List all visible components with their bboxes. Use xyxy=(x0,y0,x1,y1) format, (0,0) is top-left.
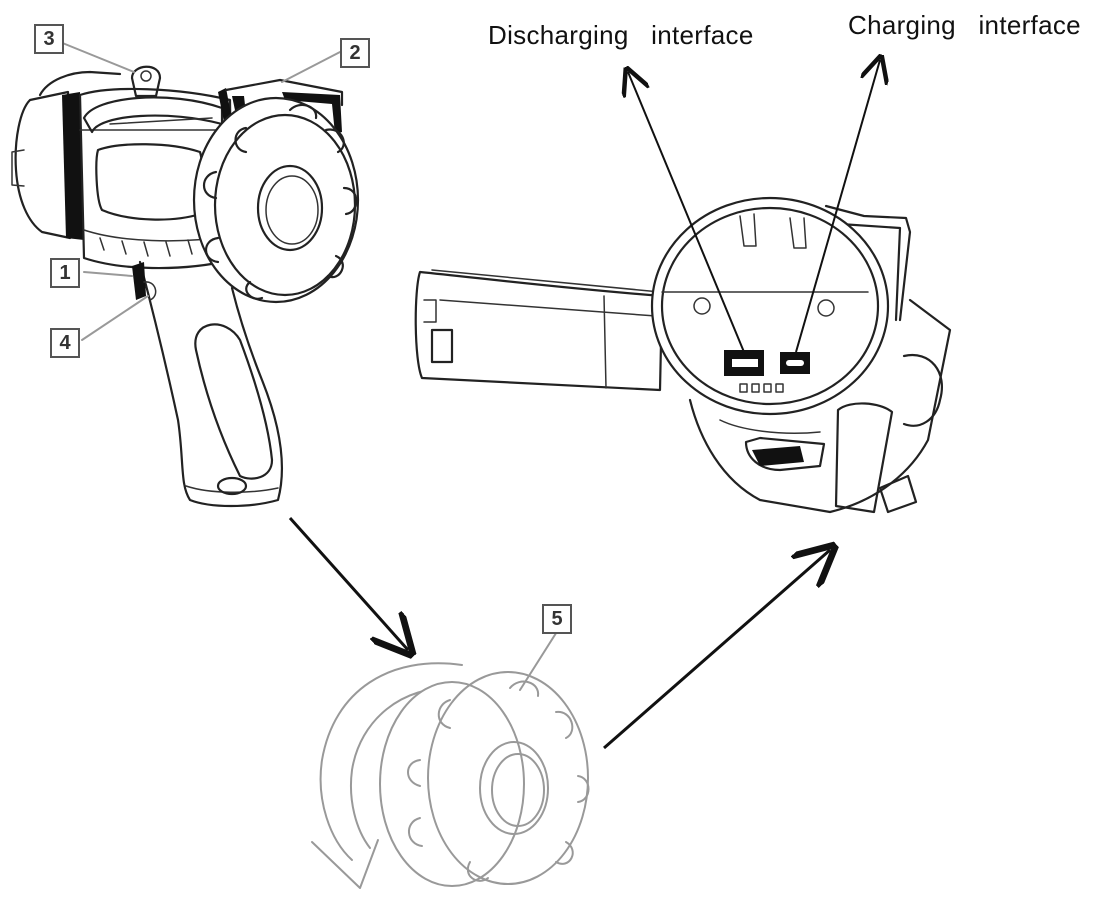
battery-pack-illustration xyxy=(311,662,590,889)
arrow-to-rear-view xyxy=(603,550,830,750)
spotlight-grip xyxy=(132,260,283,508)
arrow-remove-battery xyxy=(288,517,408,650)
charging-interface-label: Charging interface xyxy=(848,10,1081,40)
flow-arrows xyxy=(288,60,880,750)
callout-4: 4 xyxy=(50,328,80,358)
callout-3: 3 xyxy=(34,24,64,54)
discharging-port xyxy=(724,350,764,376)
arrow-charging-label xyxy=(795,60,880,353)
callout-2: 2 xyxy=(340,38,370,68)
arrow-discharging-label xyxy=(628,72,745,353)
callout-5: 5 xyxy=(542,604,572,634)
spotlight-illustration xyxy=(11,65,360,508)
rear-view-handle xyxy=(414,269,664,392)
charging-port xyxy=(780,352,810,374)
battery-indicator-leds xyxy=(739,383,784,393)
spotlight-hook xyxy=(130,65,162,98)
callout-leaders xyxy=(59,41,559,691)
rotate-arrow-icon xyxy=(311,662,463,889)
spotlight-lens-head xyxy=(192,96,360,304)
discharging-interface-label: Discharging interface xyxy=(488,20,754,50)
spotlight-rear-cap xyxy=(11,70,122,240)
callout-1: 1 xyxy=(50,258,80,288)
rear-view-illustration xyxy=(414,196,952,514)
